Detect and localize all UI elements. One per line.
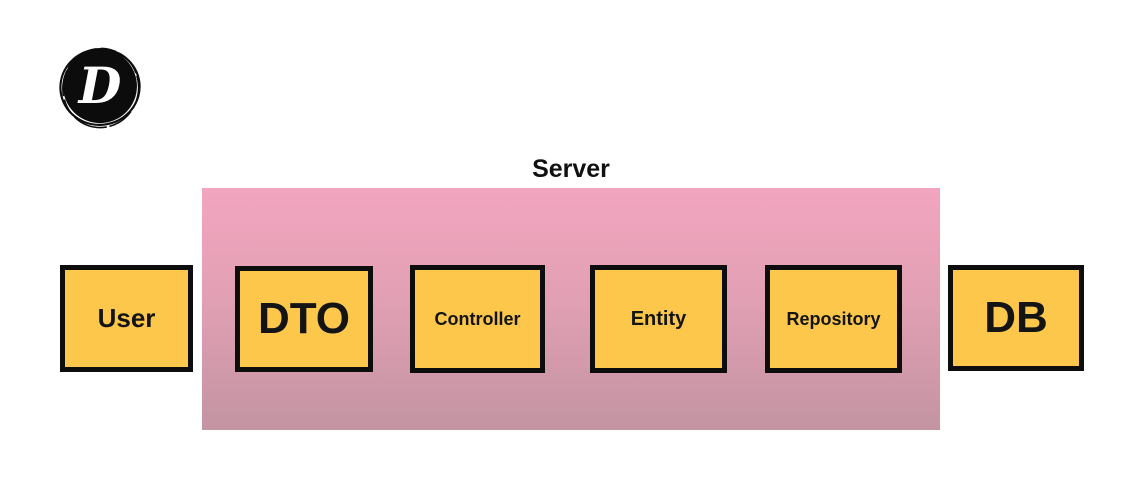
node-db: DB <box>948 265 1084 371</box>
logo-letter: D <box>77 57 122 115</box>
d-logo-icon: D <box>56 43 144 131</box>
node-dto: DTO <box>235 266 373 372</box>
node-controller-label: Controller <box>434 308 521 329</box>
node-dto-label: DTO <box>257 294 351 343</box>
node-entity: Entity <box>590 265 727 373</box>
server-group-label: Server <box>532 155 610 183</box>
node-controller: Controller <box>410 265 545 373</box>
node-entity-label: Entity <box>630 307 687 330</box>
node-db-label: DB <box>984 293 1048 342</box>
node-repository: Repository <box>765 265 902 373</box>
node-repository-label: Repository <box>786 308 881 329</box>
node-user: User <box>60 265 193 372</box>
node-user-label: User <box>97 303 156 333</box>
